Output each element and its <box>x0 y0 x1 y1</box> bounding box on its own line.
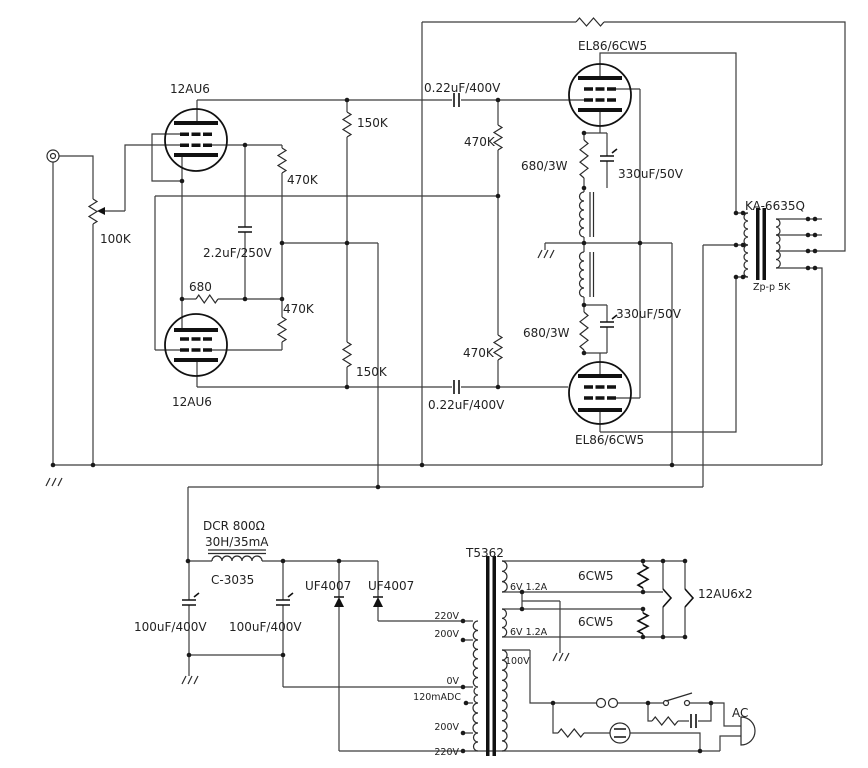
output-impedance-label: Zp-p 5K <box>753 282 791 293</box>
output-transformer-label: KA-6635Q <box>745 199 805 213</box>
opt-core <box>756 208 760 280</box>
r470k-3-label: 470K <box>283 302 315 316</box>
coupling-cap-2-label: 0.22uF/400V <box>428 398 505 412</box>
r150k-2-label: 150K <box>356 365 388 379</box>
choke-model-label: C-3035 <box>211 573 254 587</box>
heater-12au6-label: 12AU6x2 <box>698 587 753 601</box>
tube-12au6-lower <box>164 313 228 377</box>
r470k-2-label: 470K <box>464 135 496 149</box>
winding-6v-1-label: 6V 1.2A <box>510 582 548 593</box>
r150k-1-label: 150K <box>357 116 389 130</box>
bypass-cap-1-label: 330uF/50V <box>618 167 684 181</box>
choke-rating-label: 30H/35mA <box>205 535 269 549</box>
coupling-cap-1-label: 0.22uF/400V <box>424 81 501 95</box>
coils <box>211 191 781 752</box>
ac-label: AC <box>732 706 748 720</box>
tap-220v-1-label: 220V <box>434 611 459 622</box>
resistors <box>87 17 679 738</box>
tap-120madc-label: 120mADC <box>413 692 461 703</box>
diode-1-label: UF4007 <box>305 579 351 593</box>
tap-220v-2-label: 220V <box>434 747 459 758</box>
filter-cap-1-label: 100uF/400V <box>134 620 207 634</box>
neon-lamp <box>609 722 631 744</box>
di0de-triangles <box>334 597 383 607</box>
interstage-choke-cores <box>589 192 595 297</box>
choke-dcr-label: DCR 800Ω <box>203 519 265 533</box>
heater-6cw5-2-label: 6CW5 <box>578 615 614 629</box>
power-switch <box>662 692 693 707</box>
power-resistor-1-label: 680/3W <box>521 159 568 173</box>
ac-plug <box>740 716 756 746</box>
winding-100v-label: 100V <box>505 656 530 667</box>
tube-v1-label: 12AU6 <box>170 82 210 96</box>
diode-2-label: UF4007 <box>368 579 414 593</box>
wires <box>52 21 846 752</box>
heater-6cw5-1-label: 6CW5 <box>578 569 614 583</box>
bypass-cap-2-label: 330uF/50V <box>616 307 682 321</box>
input-cap-label: 2.2uF/250V <box>203 246 273 260</box>
fuse <box>595 697 619 709</box>
pt-core <box>486 556 490 756</box>
pot-label: 100K <box>100 232 132 246</box>
heater-elements <box>636 564 695 635</box>
winding-6v-2-label: 6V 1.2A <box>510 627 548 638</box>
tap-0v-label: 0V <box>446 676 459 687</box>
pot-wiper-arrow <box>97 207 105 215</box>
ground-symbols <box>45 249 570 685</box>
input-jack <box>46 149 60 163</box>
tube-v3-label: EL86/6CW5 <box>578 39 647 53</box>
junction-dots <box>50 97 818 754</box>
capacitors <box>182 93 697 728</box>
tube-el86-upper <box>568 63 632 127</box>
tap-200v-1-label: 200V <box>434 629 459 640</box>
tap-200v-2-label: 200V <box>434 722 459 733</box>
tube-v2-label: 12AU6 <box>172 395 212 409</box>
power-resistor-2-label: 680/3W <box>523 326 570 340</box>
tube-12au6-upper <box>164 108 228 172</box>
r470k-1-label: 470K <box>287 173 319 187</box>
tube-el86-lower <box>568 361 632 425</box>
cathode-resistor-label: 680 <box>189 280 212 294</box>
r470k-4-label: 470K <box>463 346 495 360</box>
power-transformer-label: T5362 <box>465 546 504 560</box>
tube-v4-label: EL86/6CW5 <box>575 433 644 447</box>
psu-choke-core <box>208 549 266 555</box>
pt-core <box>492 556 496 756</box>
opt-core <box>762 208 766 280</box>
filter-cap-2-label: 100uF/400V <box>229 620 302 634</box>
